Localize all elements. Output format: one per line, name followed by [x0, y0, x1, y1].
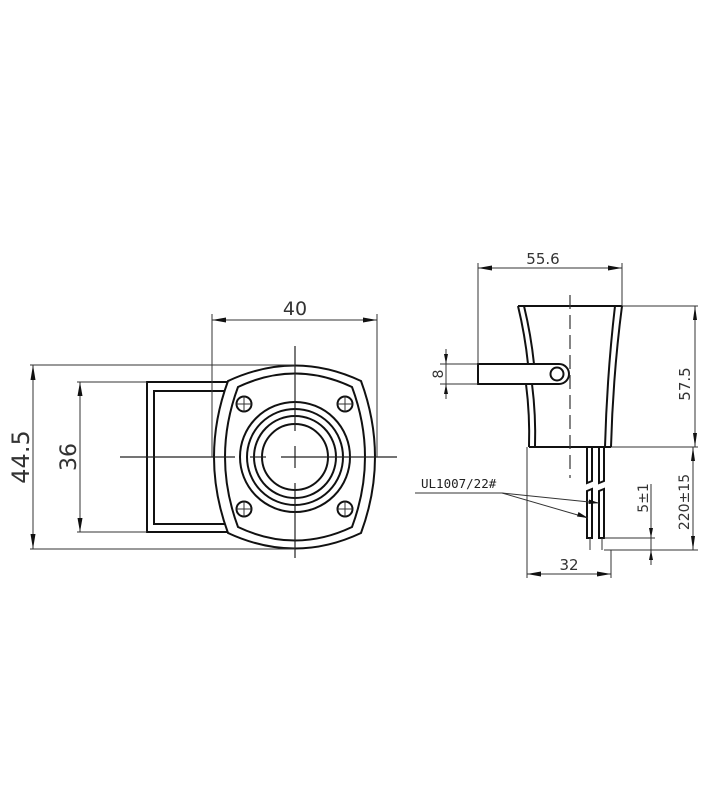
right-wall-inner — [604, 305, 616, 448]
mounting-hole-bottom-left-icon — [235, 500, 253, 518]
dimension-44-5-label: 44.5 — [7, 430, 35, 483]
mounting-tab — [477, 363, 570, 385]
dimension-40-label: 40 — [283, 298, 307, 320]
dimension-40: 40 — [211, 298, 378, 457]
flange-inner — [224, 372, 366, 542]
left-wall-inner-lower — [531, 383, 537, 448]
mounting-hole-top-right-icon — [336, 395, 354, 413]
dimension-57-5: 57.5 — [676, 306, 697, 447]
mounting-hole-bottom-right-icon — [336, 500, 354, 518]
lead-wires — [586, 447, 605, 550]
left-wall-inner — [523, 305, 535, 365]
dimension-55-6: 55.6 — [477, 250, 623, 364]
right-wall-outer — [610, 305, 623, 448]
mounting-hole-top-left-icon — [235, 395, 253, 413]
flange-outer — [213, 364, 376, 550]
dimension-36: 36 — [57, 381, 147, 533]
dimension-55-6-label: 55.6 — [526, 250, 559, 268]
left-wall-outer — [517, 305, 529, 365]
dimension-8: 8 — [431, 349, 478, 399]
dimension-220-label: 220±15 — [677, 474, 693, 530]
wire-spec-label: UL1007/22# — [421, 476, 497, 491]
left-wall-outer-lower — [525, 383, 531, 448]
dimension-8-label: 8 — [431, 370, 447, 379]
side-view: UL1007/22# 55.6 8 57.5 — [415, 250, 698, 578]
dimension-36-label: 36 — [57, 443, 82, 471]
dimension-32: 32 — [526, 447, 612, 578]
dimension-32-label: 32 — [559, 556, 578, 574]
dimension-5-label: 5±1 — [636, 483, 652, 513]
front-view: 40 44.5 36 — [7, 298, 397, 558]
wire-label-leader: UL1007/22# — [415, 476, 600, 519]
tab-hole — [549, 366, 565, 382]
dimension-57-5-label: 57.5 — [676, 367, 694, 400]
dimension-44-5: 44.5 — [7, 364, 295, 550]
dimension-5: 5±1 — [604, 483, 655, 565]
front-centerlines — [120, 346, 397, 558]
